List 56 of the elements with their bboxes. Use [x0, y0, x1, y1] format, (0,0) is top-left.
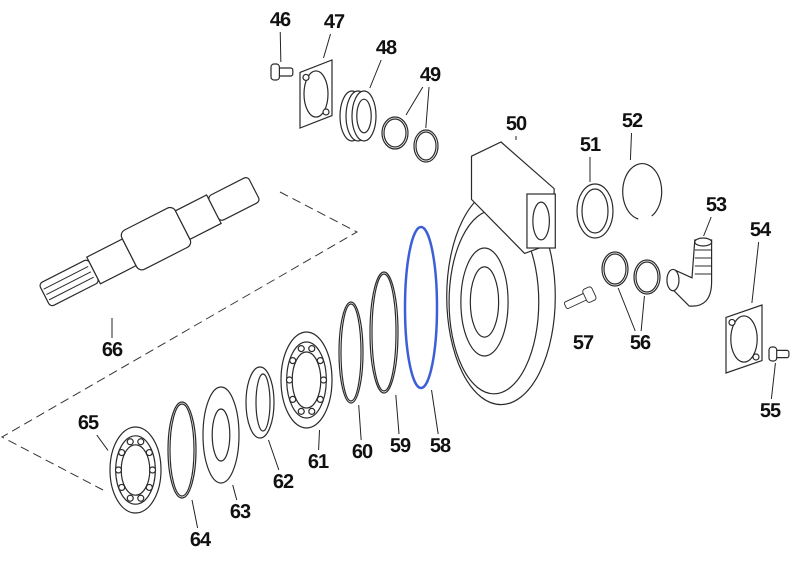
seal-ring-drawing: [575, 182, 615, 240]
ring-drawing: [403, 225, 439, 390]
ring-drawing: [166, 400, 198, 500]
leader-line: [425, 86, 430, 128]
bearing-drawing: [108, 425, 163, 515]
callout-number: 64: [185, 528, 215, 552]
ring-drawing: [632, 258, 662, 296]
leader-line: [431, 390, 439, 434]
leader-line: [358, 404, 362, 440]
callout-number: 49: [415, 63, 445, 87]
leader-line: [703, 216, 712, 236]
callout-number: 51: [575, 133, 605, 157]
leader-line: [369, 60, 382, 88]
callout-number: 55: [755, 399, 785, 423]
bearing-drawing: [279, 330, 334, 430]
ring-drawing: [380, 115, 410, 151]
leader-line: [318, 430, 320, 450]
leader-line: [280, 32, 282, 62]
callout-number: 52: [617, 109, 647, 133]
leader-line: [395, 394, 400, 434]
callout-number: 47: [319, 10, 349, 34]
leader-line: [618, 288, 636, 332]
leader-line: [751, 242, 760, 304]
leader-line: [232, 484, 238, 500]
ring-drawing: [368, 270, 400, 395]
callout-number: 61: [303, 450, 333, 474]
callout-number: 59: [385, 434, 415, 458]
callout-number: 46: [265, 8, 295, 32]
ring-drawing: [600, 250, 630, 288]
leader-line: [96, 434, 108, 451]
callout-number: 53: [701, 193, 731, 217]
callout-number: 66: [97, 338, 127, 362]
ring-drawing: [337, 300, 365, 405]
threaded-fitting-drawing: [338, 88, 378, 144]
leader-line: [406, 86, 424, 116]
callout-number: 63: [225, 500, 255, 524]
leader-line: [323, 34, 331, 58]
leader-line: [770, 362, 776, 400]
leader-line: [192, 500, 198, 528]
callout-number: 62: [268, 470, 298, 494]
bolt-drawing: [768, 345, 790, 363]
leader-line: [630, 132, 632, 160]
callout-number: 65: [73, 411, 103, 435]
ring-drawing: [412, 128, 440, 164]
callout-number: 50: [501, 112, 531, 136]
leader-line: [268, 440, 280, 470]
callout-number: 58: [425, 434, 455, 458]
callout-number: 48: [371, 36, 401, 60]
callout-number: 54: [745, 218, 775, 242]
washer-drawing: [201, 385, 241, 485]
bolt-drawing: [270, 62, 294, 82]
bushing-drawing: [244, 365, 276, 440]
leader-line: [640, 296, 645, 332]
callout-number: 56: [625, 331, 655, 355]
callout-number: 57: [572, 331, 594, 355]
callout-number: 60: [347, 440, 377, 464]
